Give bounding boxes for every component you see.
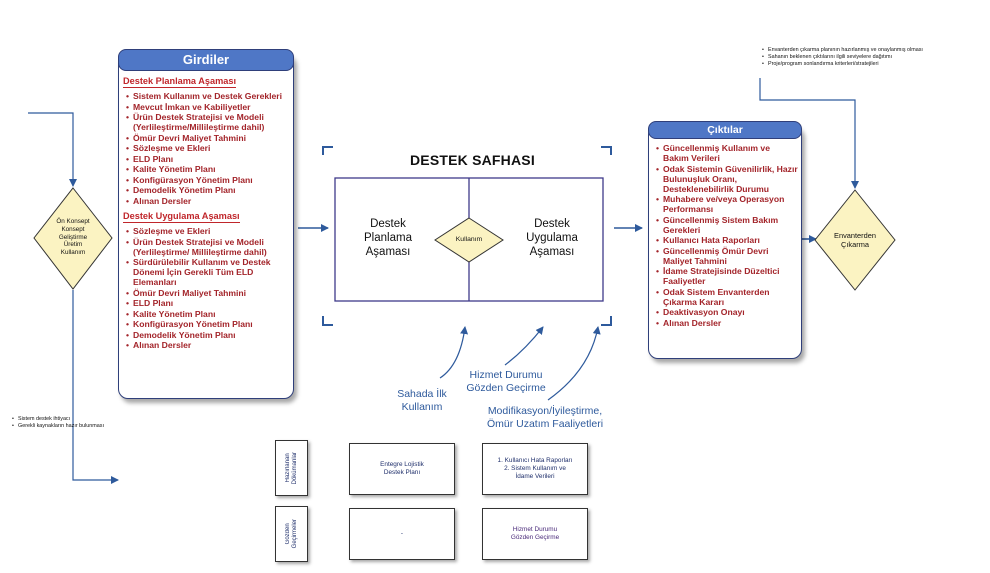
uygulama-items: Sözleşme ve Ekleri Ürün Destek Stratejis…	[123, 226, 289, 350]
list-item: Kullanıcı Hata Raporları	[653, 235, 798, 245]
ciktilar-header: Çıktılar	[648, 121, 802, 139]
list-item: Konfigürasyon Yönetim Planı	[123, 175, 289, 185]
list-item: Alınan Dersler	[123, 196, 289, 206]
list-item: Alınan Dersler	[123, 340, 289, 350]
list-item: Odak Sistem Envanterden Çıkarma Kararı	[653, 287, 798, 307]
list-item: Envanterden çıkarma planının hazırlanmış…	[762, 47, 987, 54]
hata-raporlari-cell: 1. Kullanıcı Hata Raporları 2. Sistem Ku…	[482, 443, 588, 495]
left-down-connector	[72, 290, 119, 484]
list-item: Sahanın beklenen çıktılarını ilgili sevi…	[762, 54, 987, 61]
list-item: Demodelik Yönetim Planı	[123, 330, 289, 340]
hizmet-durumu-cell: Hizmet Durumu Gözden Geçirme	[482, 508, 588, 560]
empty-review-cell: -	[349, 508, 455, 560]
kullanim-diamond-label: Kullanım	[455, 236, 483, 243]
list-item: ELD Planı	[123, 154, 289, 164]
list-item: Demodelik Yönetim Planı	[123, 185, 289, 195]
kullanim-diamond	[434, 217, 504, 263]
girdiler-panel: Girdiler Destek Planlama Aşaması Sistem …	[118, 49, 294, 399]
destek-safhasi-title: DESTEK SAFHASI	[410, 152, 535, 168]
sahada-feedback-arrow	[439, 326, 469, 379]
list-item: ELD Planı	[123, 298, 289, 308]
list-item: Ürün Destek Stratejisi ve Modeli (Yerlil…	[123, 112, 289, 132]
right-input-connector	[759, 78, 859, 189]
list-item: Ürün Destek Stratejisi ve Modeli (Yerlil…	[123, 237, 289, 257]
sahada-ilk-kullanim-label: Sahada İlk Kullanım	[397, 388, 447, 413]
list-item: Muhabere ve/veya Operasyon Performansı	[653, 194, 798, 214]
section-planlama: Destek Planlama Aşaması Sistem Kullanım …	[123, 71, 289, 206]
left-notes: Sistem destek ihtiyacı Gerekli kaynaklar…	[12, 416, 172, 430]
planlama-items: Sistem Kullanım ve Destek Gerekleri Mevc…	[123, 91, 289, 206]
section-uygulama-title: Destek Uygulama Aşaması	[123, 211, 240, 223]
list-item: Ömür Devri Maliyet Tahmini	[123, 133, 289, 143]
hizmet-feedback-arrow	[504, 326, 544, 366]
list-item: Deaktivasyon Onayı	[653, 307, 798, 317]
list-item: Proje/program sonlandırma kriterleri/str…	[762, 61, 987, 68]
gozden-gecirmeler-header: Gözden Geçirmeler	[275, 506, 308, 562]
uygulama-asamasi-label: Destek Uygulama Aşaması	[526, 218, 578, 258]
ciktilar-panel: Çıktılar Güncellenmiş Kullanım ve Bakım …	[648, 121, 802, 359]
right-diamond-label: Envanterden Çıkarma	[834, 231, 876, 249]
girdiler-header: Girdiler	[118, 49, 294, 71]
list-item: Sistem Kullanım ve Destek Gerekleri	[123, 91, 289, 101]
hizmet-durumu-label: Hizmet Durumu Gözden Geçirme	[466, 369, 546, 394]
list-item: Gerekli kaynakların hazır bulunması	[12, 423, 172, 430]
section-uygulama: Destek Uygulama Aşaması Sözleşme ve Ekle…	[123, 206, 289, 350]
center-brackets	[322, 146, 612, 326]
modifikasyon-label: Modifikasyon/İyileştirme, Ömür Uzatım Fa…	[486, 405, 604, 430]
modifikasyon-feedback-arrow	[547, 326, 601, 401]
list-item: Odak Sistemin Güvenilirlik, Hazır Bulunu…	[653, 164, 798, 194]
hazirlanan-dokumanlar-header: Hazırlanan Dökümanlar	[275, 440, 308, 496]
list-item: Sözleşme ve Ekleri	[123, 226, 289, 236]
list-item: Mevcut İmkan ve Kabiliyetler	[123, 102, 289, 112]
list-item: Konfigürasyon Yönetim Planı	[123, 319, 289, 329]
ciktilar-items: Güncellenmiş Kullanım ve Bakım Verileri …	[653, 143, 798, 328]
right-notes: Envanterden çıkarma planının hazırlanmış…	[762, 47, 987, 68]
section-planlama-title: Destek Planlama Aşaması	[123, 76, 237, 88]
girdiler-body: Destek Planlama Aşaması Sistem Kullanım …	[123, 71, 289, 351]
list-item: Kalite Yönetim Planı	[123, 309, 289, 319]
list-item: Sistem destek ihtiyacı	[12, 416, 172, 423]
left-input-connector	[28, 112, 77, 187]
list-item: Alınan Dersler	[653, 318, 798, 328]
list-item: Ömür Devri Maliyet Tahmini	[123, 288, 289, 298]
left-diamond-label: Ön Konsept Konsept Geliştirme Üretim Kul…	[56, 218, 90, 257]
list-item: İdame Stratejisinde Düzeltici Faaliyetle…	[653, 266, 798, 286]
planlama-asamasi-label: Destek Planlama Aşaması	[364, 218, 412, 258]
list-item: Güncellenmiş Kullanım ve Bakım Verileri	[653, 143, 798, 163]
list-item: Sözleşme ve Ekleri	[123, 143, 289, 153]
ciktilar-body: Güncellenmiş Kullanım ve Bakım Verileri …	[653, 143, 798, 328]
list-item: Güncellenmiş Ömür Devri Maliyet Tahmini	[653, 246, 798, 266]
entegre-lojistik-cell: Entegre Lojistik Destek Planı	[349, 443, 455, 495]
list-item: Kalite Yönetim Planı	[123, 164, 289, 174]
envanter-diamond	[814, 189, 896, 291]
list-item: Sürdürülebilir Kullanım ve Destek Dönemi…	[123, 257, 289, 287]
left-lifecycle-diamond	[33, 187, 113, 290]
list-item: Güncellenmiş Sistem Bakım Gerekleri	[653, 215, 798, 235]
